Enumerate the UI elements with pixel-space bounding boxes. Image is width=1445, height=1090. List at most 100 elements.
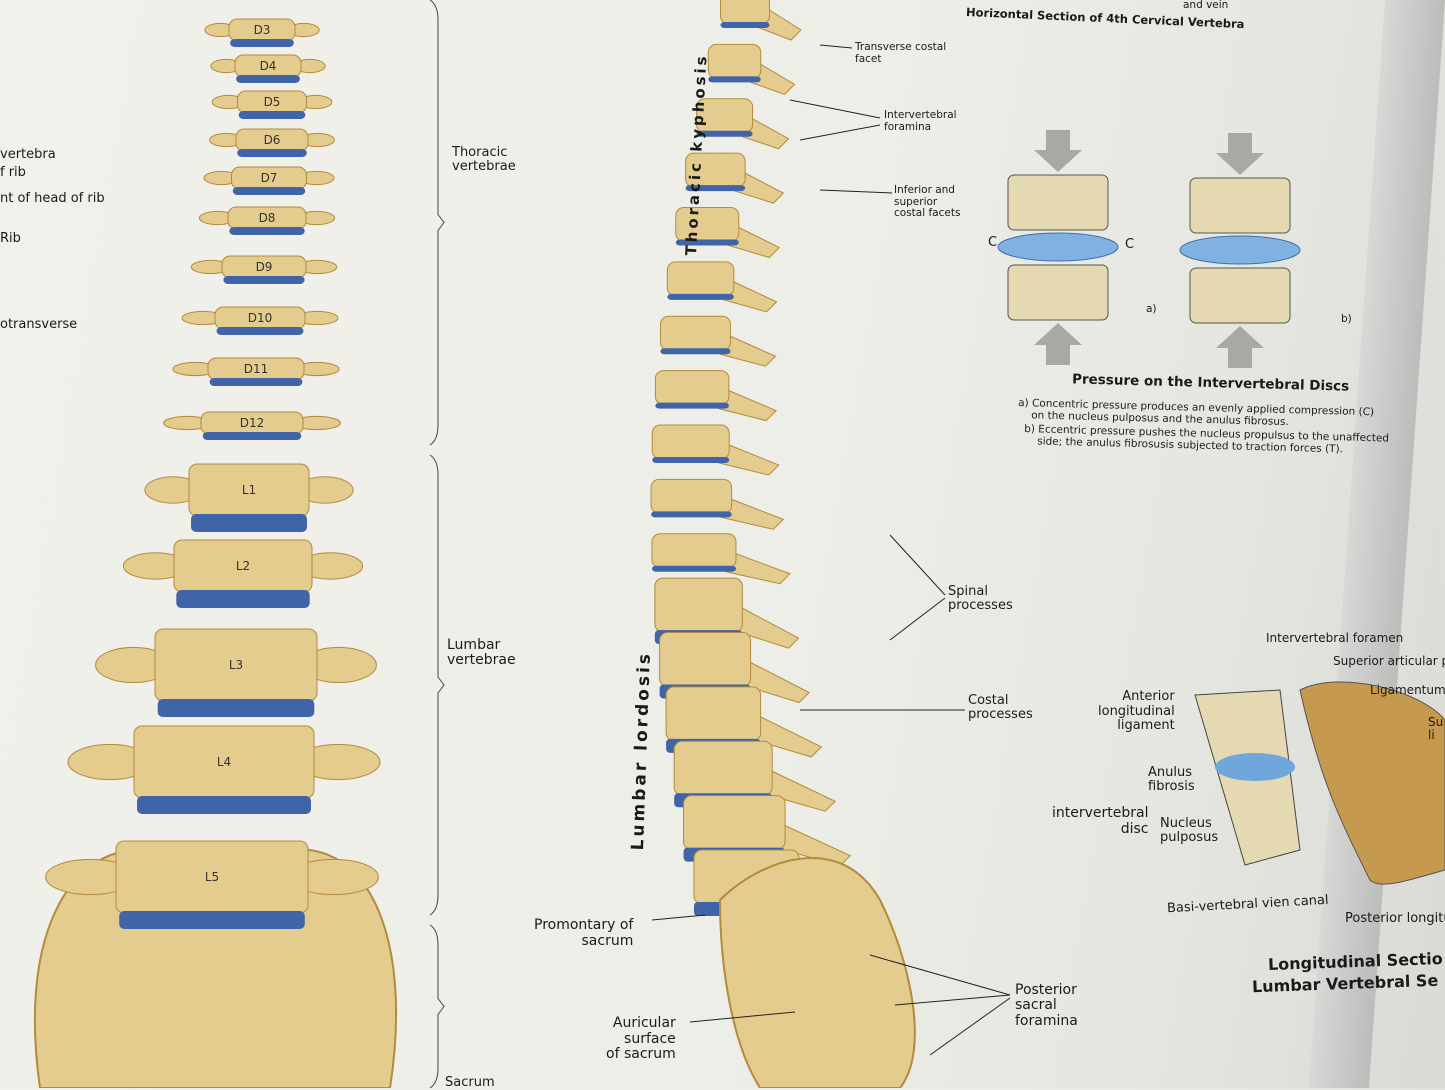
vertebra-label-l4: L4: [216, 755, 232, 769]
label-anulus-fibrosis: Anulus fibrosis: [1148, 765, 1195, 795]
vertebra-label-l3: L3: [228, 658, 244, 672]
intervertebral-disc: [157, 699, 315, 717]
region-bracket: [429, 924, 445, 1088]
label-superior-articular: Superior articular p: [1333, 654, 1445, 668]
eccentric-arrow-down: [1216, 133, 1264, 175]
intervertebral-disc: [651, 511, 732, 518]
label-nucleus-pulposus: Nucleus pulposus: [1160, 816, 1219, 846]
label-head-of-rib: nt of head of rib: [0, 191, 105, 206]
concentric-arrow-up: [1034, 323, 1082, 365]
label-auricular-surface: Auricular surface of sacrum: [606, 1015, 676, 1063]
compression-label-left: C: [988, 235, 998, 250]
intervertebral-disc: [223, 276, 305, 284]
label-promontary-of-sacrum: Promontary of sacrum: [534, 917, 634, 949]
concentric-lower-body: [1007, 264, 1109, 321]
eccentric-lower-body: [1189, 267, 1291, 324]
vertebral-body: [707, 43, 762, 79]
intervertebral-disc: [675, 239, 739, 246]
vertebra-label-d5: D5: [263, 95, 281, 109]
intervertebral-disc: [708, 76, 761, 83]
label-spinal-processes: Spinal processes: [948, 584, 1013, 614]
label-costal-processes: Costal processes: [968, 693, 1033, 723]
intervertebral-disc: [685, 185, 746, 192]
label-thoracic-vertebrae: Thoracic vertebrae: [452, 145, 516, 175]
intervertebral-disc: [655, 402, 729, 409]
vertebral-arch: [1299, 681, 1445, 885]
label-costotransverse: otransverse: [0, 317, 78, 332]
intervertebral-disc: [230, 39, 294, 47]
leader-line: [651, 914, 706, 921]
intervertebral-disc: [176, 590, 310, 608]
vertebra-label-d8: D8: [258, 211, 276, 225]
label-rib: Rib: [0, 231, 21, 246]
vertebral-body: [666, 261, 735, 297]
label-su: Su li: [1428, 715, 1444, 743]
intervertebral-disc: [209, 378, 303, 386]
vertebra-label-d4: D4: [259, 59, 277, 73]
vertebra-label-d10: D10: [247, 311, 273, 325]
intervertebral-disc: [720, 22, 770, 28]
label-costal-facets: Inferior and superior costal facets: [894, 184, 961, 220]
vertebra-label-d11: D11: [243, 362, 269, 376]
vertebra-label-d7: D7: [260, 171, 278, 185]
vertebral-body: [683, 795, 786, 851]
eccentric-upper-body: [1189, 177, 1291, 234]
region-bracket: [429, 0, 445, 446]
vertebral-body: [673, 740, 773, 796]
concentric-disc: [997, 232, 1119, 262]
vertebral-body: [659, 632, 752, 687]
intervertebral-disc: [137, 796, 311, 814]
region-bracket: [429, 454, 445, 916]
intervertebral-disc: [119, 911, 305, 929]
vertebra-label-d9: D9: [255, 260, 273, 274]
vertebral-body: [654, 577, 743, 633]
label-intervertebral-foramina: Intervertebral foramina: [884, 109, 957, 133]
vertebral-body: [665, 686, 762, 742]
vertebral-body: [651, 533, 737, 569]
vertebra-label-d12: D12: [239, 416, 265, 430]
fig-b-label: b): [1341, 313, 1352, 325]
compression-label-right: C: [1125, 237, 1135, 252]
intervertebral-disc: [238, 111, 306, 119]
intervertebral-disc: [651, 565, 736, 572]
label-posterior-sacral-foramina: Posterior sacral foramina: [1015, 982, 1078, 1029]
concentric-arrow-down: [1034, 130, 1082, 172]
intervertebral-disc: [229, 227, 305, 235]
label-intervertebral-foramen: Intervertebral foramen: [1266, 631, 1404, 645]
vertebral-body: [651, 424, 730, 460]
leader-line: [889, 534, 946, 596]
caption-fragment: and vein: [1183, 0, 1229, 11]
intervertebral-disc: [237, 149, 307, 157]
leader-line: [689, 1011, 796, 1023]
vertebral-body: [659, 315, 731, 351]
label-anterior-longitudinal-ligament: Anterior longitudinal ligament: [1098, 689, 1175, 734]
vertebra-label-d6: D6: [263, 133, 281, 147]
intervertebral-disc: [232, 187, 306, 195]
label-sacrum: Sacrum: [445, 1075, 495, 1090]
vertebral-body: [650, 478, 733, 514]
leader-line: [789, 99, 881, 119]
vertebra-label-l5: L5: [204, 870, 220, 884]
vertebra-label-l1: L1: [241, 483, 257, 497]
intervertebral-disc: [236, 75, 300, 83]
intervertebral-disc: [216, 327, 304, 335]
intervertebral-disc: [660, 348, 731, 355]
intervertebral-disc: [696, 130, 753, 137]
vertebral-body: [720, 0, 770, 25]
leader-line: [799, 124, 881, 141]
label-rib-fragment: f rib: [0, 165, 26, 180]
eccentric-disc: [1179, 235, 1301, 265]
label-intervertebral-disc: intervertebral disc: [1052, 805, 1149, 837]
vertebra-label-l2: L2: [235, 559, 251, 573]
vertebral-body: [654, 370, 730, 406]
intervertebral-disc: [652, 457, 730, 463]
label-lumbar-vertebrae: Lumbar vertebrae: [447, 637, 516, 669]
leader-line: [894, 994, 1011, 1006]
label-posterior-longitudinal: Posterior longitu: [1345, 911, 1445, 926]
leader-line: [869, 954, 1011, 996]
leader-line: [889, 597, 946, 641]
intervertebral-disc: [191, 514, 307, 532]
fig-a-label: a): [1146, 303, 1157, 315]
label-vertebra: vertebra: [0, 147, 56, 162]
